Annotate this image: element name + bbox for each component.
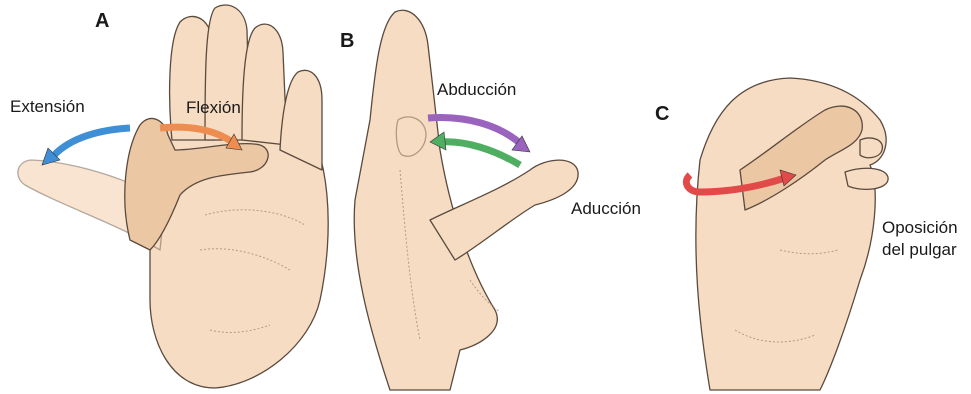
- panel-a-hand: [18, 5, 328, 388]
- panel-b-letter: B: [340, 30, 354, 53]
- label-opposition-line2: del pulgar: [882, 240, 957, 260]
- panel-a-ring-finger: [242, 24, 287, 145]
- panel-b-thumb: [430, 160, 578, 260]
- panel-a-extension-arrow: [42, 128, 130, 165]
- label-abduction: Abducción: [437, 80, 516, 100]
- panel-c-finger-tip-2: [845, 168, 888, 189]
- panel-c-finger-tip-1: [860, 138, 882, 158]
- panel-b-hand: [354, 10, 578, 390]
- label-extension: Extensión: [10, 97, 85, 117]
- panel-a-letter: A: [95, 10, 109, 33]
- label-adduction: Aducción: [571, 199, 641, 219]
- panel-c-letter: C: [655, 103, 669, 126]
- panel-c-hand: [696, 78, 888, 390]
- label-opposition-line1: Oposición: [882, 218, 958, 238]
- label-flexion: Flexión: [186, 98, 241, 118]
